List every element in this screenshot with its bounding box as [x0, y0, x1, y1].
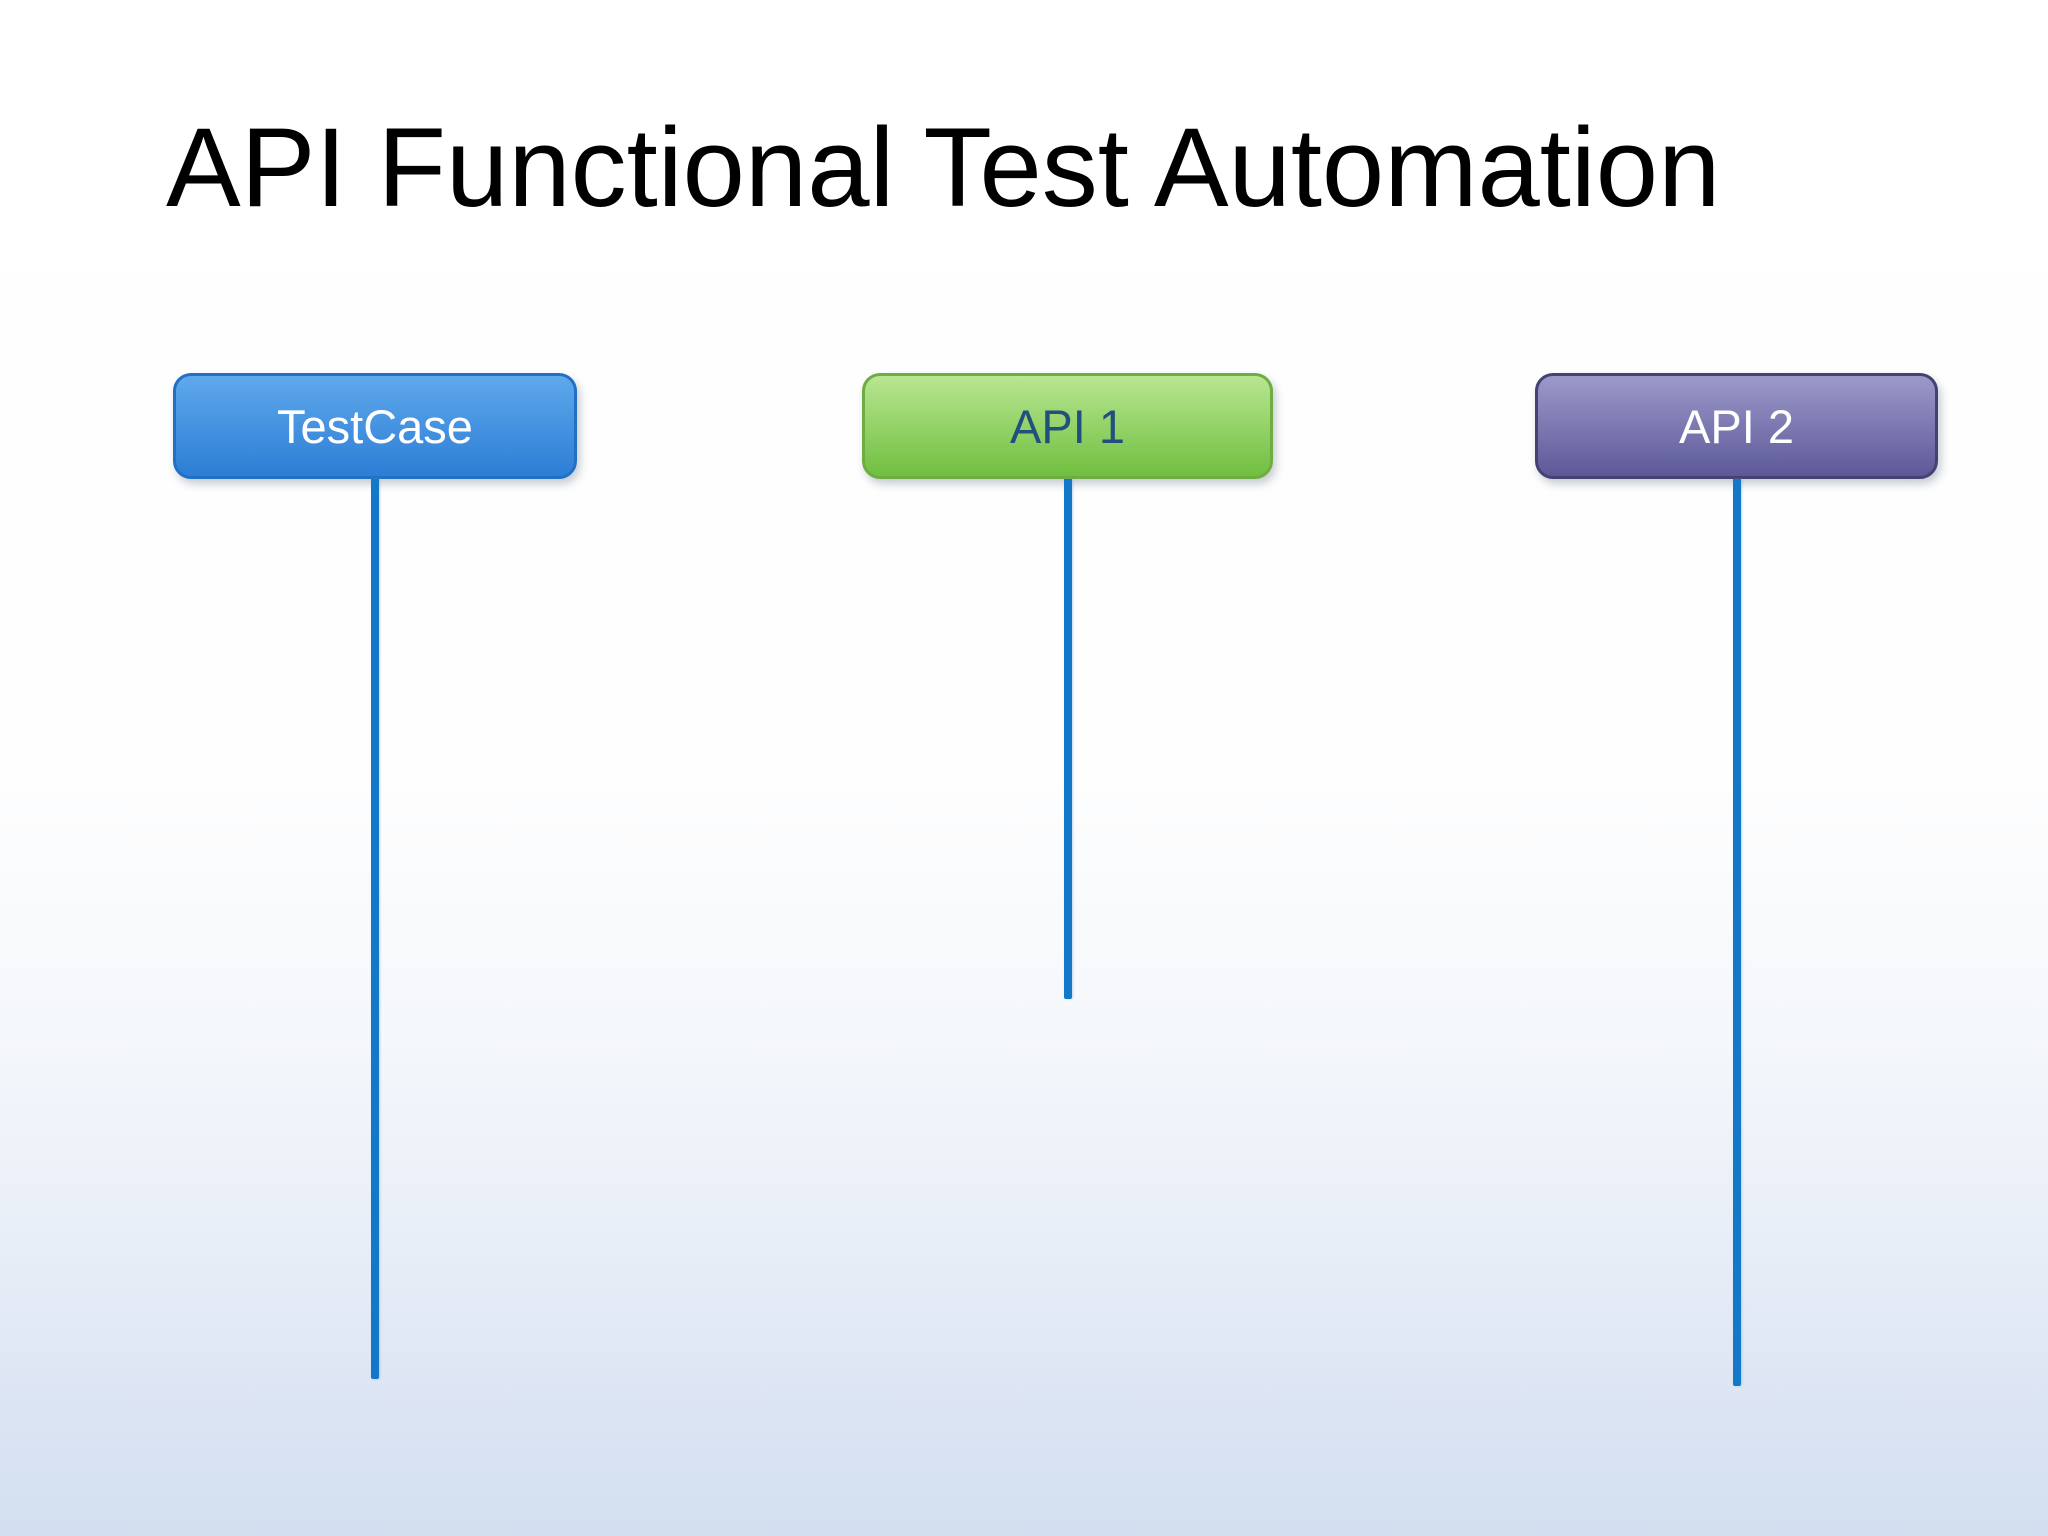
page-title: API Functional Test Automation	[166, 105, 1721, 230]
lifeline-testcase: TestCase	[173, 373, 577, 1379]
lifeline-stem-api1	[1063, 479, 1072, 999]
lifeline-head-api1: API 1	[862, 373, 1273, 479]
lifeline-label-api2: API 2	[1679, 399, 1794, 453]
lifeline-stem-testcase	[371, 479, 379, 1379]
lifeline-head-api2: API 2	[1535, 373, 1938, 479]
lifeline-api2: API 2	[1535, 373, 1938, 1386]
lifeline-stem-api2	[1732, 479, 1741, 1386]
lifeline-api1: API 1	[862, 373, 1273, 999]
lifeline-label-api1: API 1	[1010, 399, 1125, 453]
lifeline-head-testcase: TestCase	[173, 373, 577, 479]
lifeline-label-testcase: TestCase	[277, 399, 473, 453]
